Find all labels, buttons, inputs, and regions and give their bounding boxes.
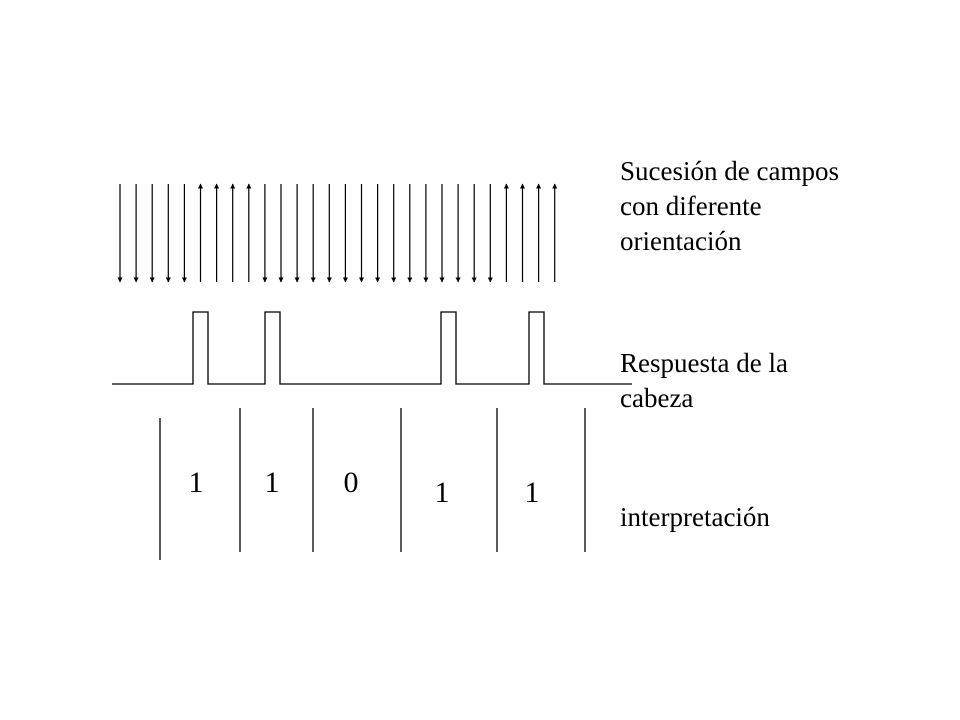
head-response-label-line: cabeza xyxy=(620,383,694,413)
bit-value: 1 xyxy=(525,476,540,509)
bit-value: 1 xyxy=(435,476,450,509)
bit-value: 1 xyxy=(189,466,204,499)
head-response-waveform xyxy=(112,311,632,385)
interpretation-label: interpretación xyxy=(620,500,770,535)
bit-dividers xyxy=(159,408,586,560)
bit-value: 1 xyxy=(265,466,280,499)
fields-label: Sucesión de campos con diferente orienta… xyxy=(620,154,839,259)
head-response-label: Respuesta de la cabeza xyxy=(620,346,788,416)
interpretation-label-line: interpretación xyxy=(620,502,770,532)
fields-label-line: Sucesión de campos xyxy=(620,156,839,186)
bit-value: 0 xyxy=(344,466,359,499)
head-response-label-line: Respuesta de la xyxy=(620,348,788,378)
fields-label-line: orientación xyxy=(620,226,742,256)
fields-label-line: con diferente xyxy=(620,191,762,221)
field-arrows xyxy=(117,183,558,283)
bit-values: 1 1 0 1 1 xyxy=(189,466,540,509)
